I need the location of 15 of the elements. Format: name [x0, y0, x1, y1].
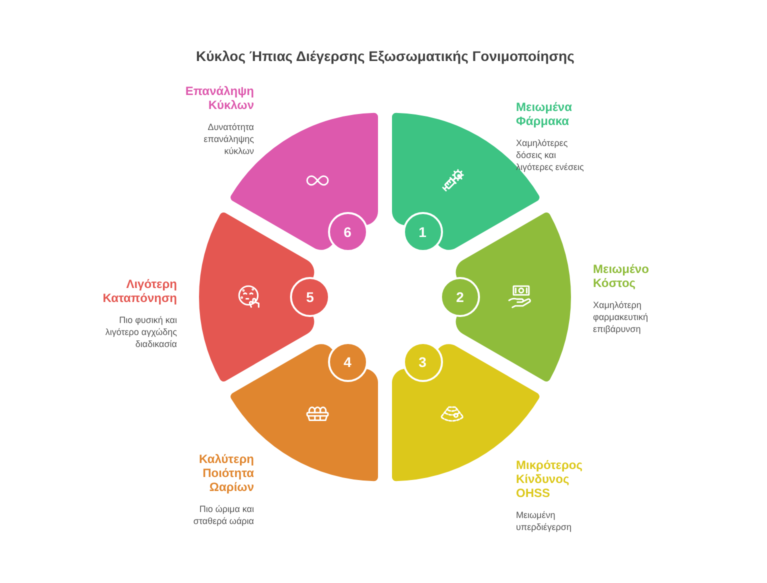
segment-description: Μειωμένη υπερδιέγερση — [516, 509, 572, 533]
segment-heading: Επανάληψη Κύκλων — [184, 84, 254, 112]
segment-description: Πιο ώριμα και σταθερά ωάρια — [192, 503, 254, 527]
diagram-title: Κύκλος Ήπιας Διέγερσης Εξωσωματικής Γονιμοποίησης — [196, 47, 574, 65]
step-number: 2 — [440, 277, 480, 317]
segment-description: Πιο φυσική και λιγότερο αγχώδης διαδικασία — [104, 314, 177, 350]
segment-description: Δυνατότητα επανάληψης κύκλων — [202, 121, 254, 157]
segment-heading: Λιγότερη Καταπόνηση — [102, 277, 177, 305]
step-number: 5 — [290, 277, 330, 317]
segment-heading: Μικρότερος Κίνδυνος OHSS — [516, 458, 584, 500]
segment-heading: Μειωμένο Κόστος — [593, 262, 650, 290]
segment-description: Χαμηλότερες δόσεις και λιγότερες ενέσεις — [516, 137, 585, 173]
segment-description: Χαμηλότερη φαρμακευτική επιβάρυνση — [593, 299, 650, 335]
segment-heading: Μειωμένα Φάρμακα — [516, 100, 573, 128]
segment-heading: Καλύτερη Ποιότητα Ωαρίων — [198, 452, 254, 494]
